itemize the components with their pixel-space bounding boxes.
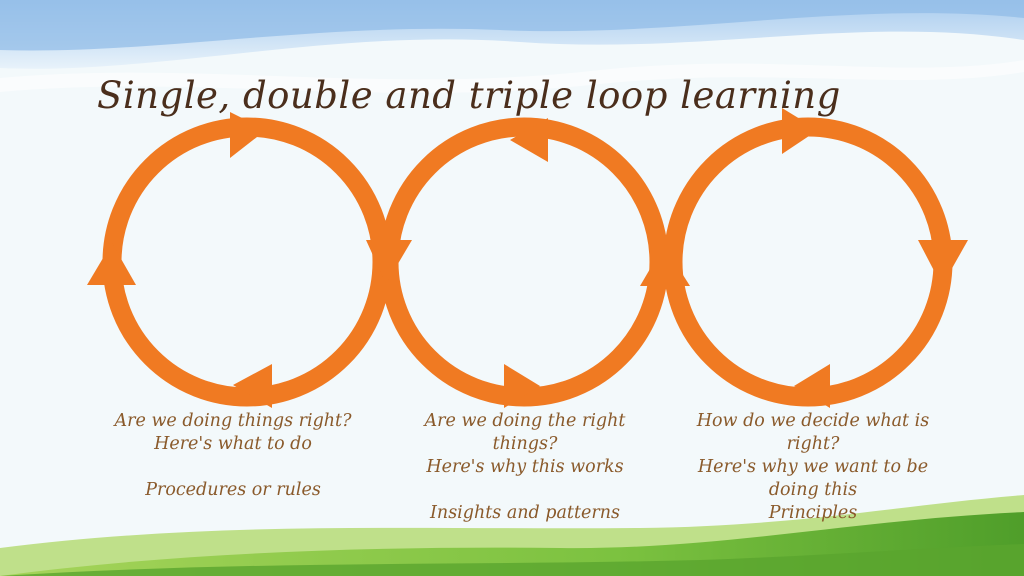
triple-loop-circle <box>663 117 953 407</box>
arrow-head-icon <box>510 118 548 162</box>
double-loop-explanation: Here's why this works <box>426 457 624 477</box>
slide-title: Single, double and triple loop learning <box>97 74 841 117</box>
arrow-head-icon <box>230 112 266 158</box>
sky-wave-light <box>0 60 1024 93</box>
double-loop-circle <box>379 117 669 407</box>
triple-loop-question: How do we decide what is right? <box>696 411 930 454</box>
single-loop-explanation: Here's what to do <box>154 434 312 454</box>
arrow-head-icon <box>794 364 830 408</box>
arrow-head-icon <box>87 243 136 285</box>
arrow-head-icon <box>782 108 818 154</box>
arrow-head-icon <box>640 245 690 286</box>
caption-spacer <box>390 479 660 502</box>
grass-hill-highlight <box>0 544 1024 576</box>
triple-loop-focus: Principles <box>768 503 858 523</box>
sky-wave-front <box>0 0 1024 51</box>
double-loop-caption: Are we doing the right things? Here's wh… <box>390 410 660 525</box>
arrow-head-icon <box>918 240 968 286</box>
single-loop-focus: Procedures or rules <box>145 480 321 500</box>
single-loop-circle <box>102 117 392 407</box>
arrow-head-icon <box>366 240 412 284</box>
single-loop-caption: Are we doing things right? Here's what t… <box>98 410 368 502</box>
double-loop-focus: Insights and patterns <box>430 503 620 523</box>
triple-loop-caption: How do we decide what is right? Here's w… <box>678 410 948 525</box>
caption-spacer <box>98 456 368 479</box>
single-loop-question: Are we doing things right? <box>114 411 352 431</box>
double-loop-question: Are we doing the right things? <box>424 411 626 454</box>
triple-loop-explanation: Here's why we want to be doing this <box>697 457 929 500</box>
arrow-head-icon <box>233 364 272 408</box>
arrow-head-icon <box>504 364 540 408</box>
